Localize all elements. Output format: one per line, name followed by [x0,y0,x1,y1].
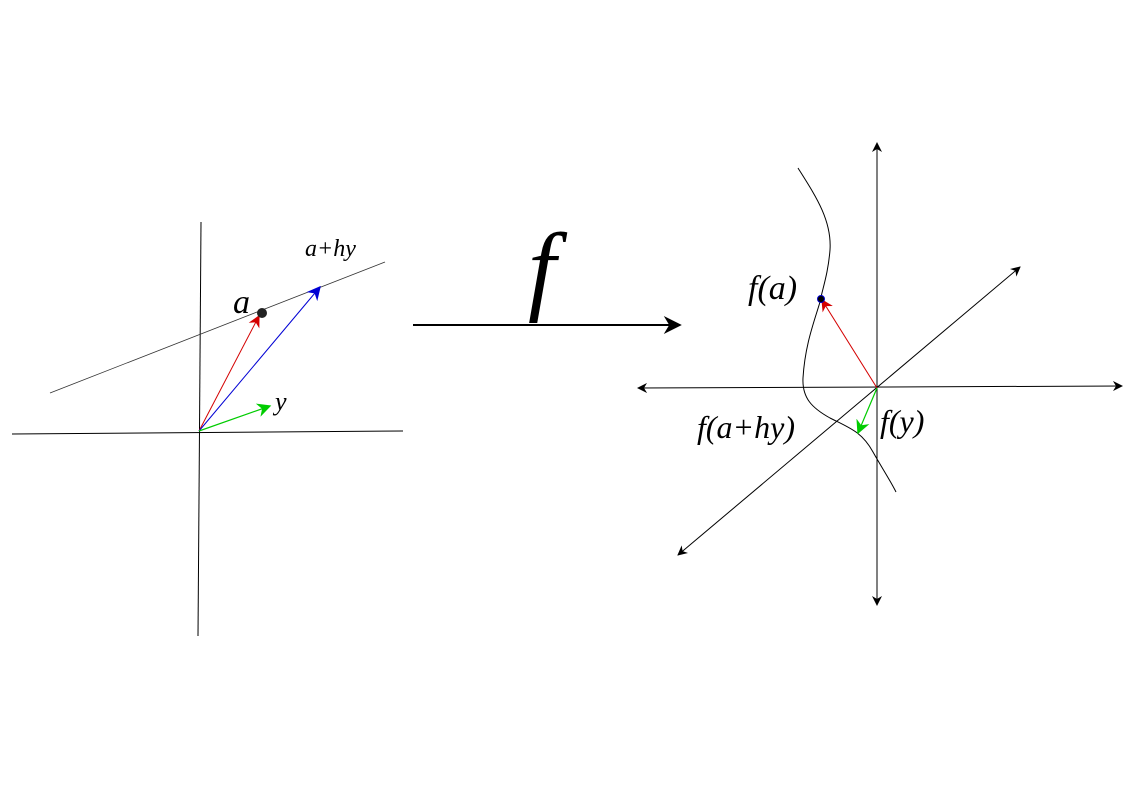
vector-f-y [856,387,878,435]
vector-a-plus-hy [198,285,321,432]
domain-x-axis [11,430,404,435]
domain-plot: a a+hy y [11,221,404,637]
vector-y [198,403,272,432]
point-a [257,308,267,318]
label-f-y: f(y) [880,403,924,439]
point-f-a [817,295,825,303]
codomain-depth-axis [677,266,1021,556]
line-through-a [49,261,386,394]
image-curve [797,167,897,493]
label-f-a: f(a) [748,270,797,307]
label-y: y [272,387,287,416]
label-f: f [528,213,568,324]
codomain-plot: f(a) f(a+hy) f(y) [637,142,1123,606]
codomain-horizontal-axis [637,381,1123,393]
label-f-a-plus-hy: f(a+hy) [697,409,795,445]
label-a: a [233,284,250,321]
vector-f-a [821,298,878,389]
vector-a [198,314,260,432]
label-a-plus-hy: a+hy [305,236,356,262]
mapping: f [413,213,682,334]
